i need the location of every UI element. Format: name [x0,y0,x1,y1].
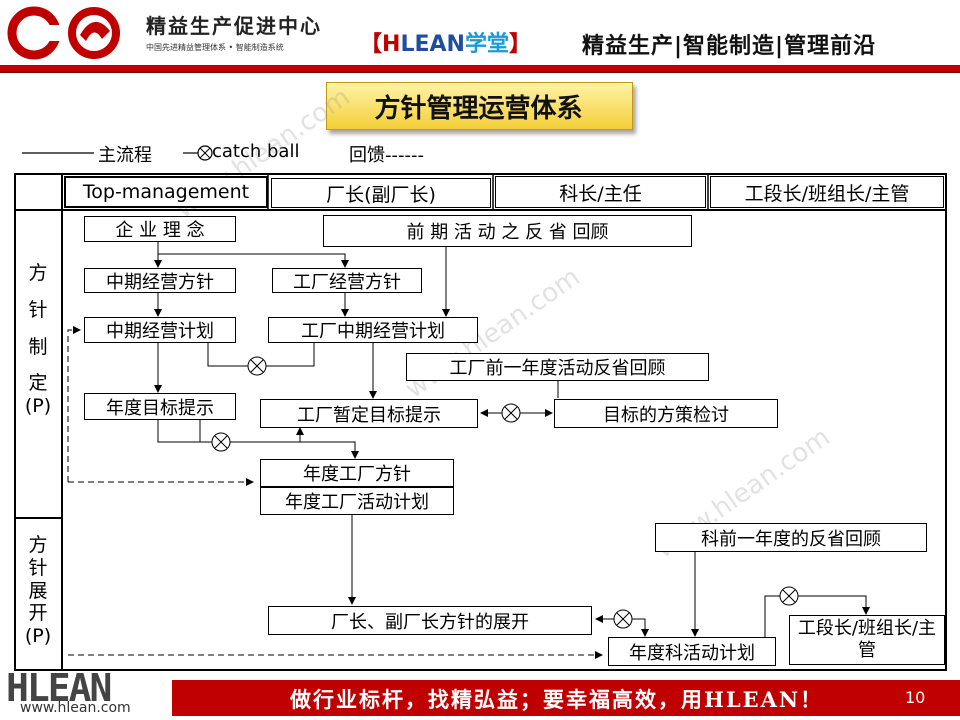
box-section-prev-review: 科前一年度的反省回顾 [655,523,927,552]
footer-url[interactable]: www.hlean.com [20,700,131,716]
box-mid-term-policy: 中期经营方针 [84,268,236,293]
phase-plan-char: 方 [28,262,48,284]
footer-bar [172,680,960,716]
phase-deploy-char: 针 [28,556,48,579]
box-annual-target: 年度目标提示 [84,393,236,420]
column-section-chief: 科长/主任 [495,176,706,208]
phase-deploy-char: 展 [28,579,48,602]
phase-plan-label: 方 针 制 定 (P) [22,262,54,418]
brand-name: 精益生产促进中心 [146,14,322,38]
box-factory-prev-year-review: 工厂前一年度活动反省回顾 [406,353,709,381]
box-factory-policy: 工厂经营方针 [272,268,422,293]
legend-feedback: 回馈------ [349,145,424,166]
footer-slogan: 做行业标杆，找精弘益；要幸福高效，用HLEAN！ [290,687,824,712]
phase-plan-char: 针 [28,298,48,321]
page-number: 10 [905,688,926,707]
title-banner [326,82,633,130]
phase-plan-char: (P) [24,395,52,418]
box-annual-section-plan: 年度科活动计划 [608,637,776,666]
phase-plan-char: 制 [28,335,48,358]
tag-xuetang: 学堂 [464,32,509,57]
tag-h: H [382,32,401,57]
box-target-measures: 目标的方策检讨 [554,399,778,428]
brand-subtitle: 中国先进精益管理体系 • 智能制造系统 [146,43,284,52]
phase-deploy-char: 开 [28,602,48,625]
header-divider-shadow [0,71,960,73]
box-annual-factory-plan: 年度工厂活动计划 [260,487,454,515]
footer-logo: HLEAN [6,666,112,710]
legend-catch-ball: catch ball [212,141,300,162]
column-top-management: Top-management [64,176,268,208]
box-foreman: 工段长/班组长/主管 [789,615,945,665]
phase-deploy-char: (P) [24,625,52,648]
company-logo [6,5,126,60]
column-foreman: 工段长/班组长/主管 [710,176,944,208]
legend-main-flow: 主流程 [98,145,152,166]
box-philosophy: 企 业 理 念 [84,216,236,242]
phase-deploy-char: 方 [28,534,48,556]
box-manager-policy-deploy: 厂长、副厂长方针的展开 [268,606,592,635]
phase-plan-char: 定 [28,372,48,395]
box-previous-review: 前 期 活 动 之 反 省 回顾 [323,215,692,247]
box-annual-factory-policy: 年度工厂方针 [260,459,454,487]
page-title: 方针管理运营体系 [374,94,583,124]
header-slogan: 精益生产|智能制造|管理前沿 [582,34,877,59]
tag-bracket-open: 【 [360,32,383,57]
tag-bracket-close: 】 [508,32,531,57]
header-divider [0,65,960,71]
phase-deploy-label: 方 针 展 开 (P) [22,534,54,648]
box-factory-mid-plan: 工厂中期经营计划 [268,317,478,343]
box-factory-temp-target: 工厂暂定目标提示 [260,399,478,428]
hlean-academy-tag: 【HLEAN学堂】 [360,26,531,58]
box-mid-term-plan: 中期经营计划 [84,317,236,343]
tag-lean: LEAN [400,32,465,57]
column-factory-manager: 厂长(副厂长) [271,178,491,208]
